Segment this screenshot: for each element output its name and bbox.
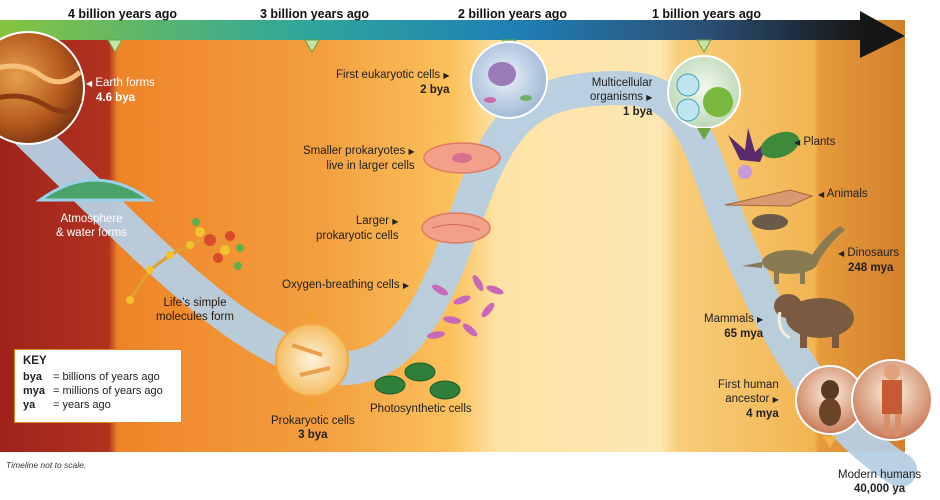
larger-prokaryotic-cell-illustration (421, 212, 491, 244)
earth-illustration (0, 31, 85, 145)
label-dinosaurs: ◀ Dinosaurs 248 mya (838, 247, 900, 274)
key-row: mya= millions of years ago (23, 385, 163, 397)
molecules-illustration (126, 218, 244, 304)
label-animals: ◀ Animals (818, 188, 868, 200)
key-row: ya= years ago (23, 399, 111, 411)
timeline-label-1bya: 1 billion years ago (652, 7, 762, 21)
label-earth-forms: ◀ Earth forms 4.6 bya (86, 77, 155, 104)
dinosaur-illustration (742, 226, 845, 284)
eukaryotic-cell-illustration (470, 41, 548, 119)
key-legend: KEY bya= billions of years ago mya= mill… (14, 349, 182, 423)
timeline-bar (0, 20, 862, 40)
footnote: Timeline not to scale. (6, 460, 87, 470)
photosynthetic-cells-illustration (374, 362, 461, 400)
animals-illustration (724, 189, 814, 230)
label-mammals: Mammals ▶ 65 mya (704, 313, 764, 340)
label-photosynthetic: Photosynthetic cells (370, 403, 472, 415)
label-prokaryotic: Prokaryotic cells 3 bya (271, 415, 355, 441)
label-plants: ◀ Plants (794, 136, 836, 148)
label-modern-humans: Modern humans 40,000 ya (838, 469, 922, 495)
prokaryotic-cell-illustration (275, 310, 349, 410)
multicellular-illustration (667, 55, 741, 140)
timeline-path (3, 70, 917, 487)
atmosphere-illustration (35, 178, 155, 202)
modern-human-illustration (851, 359, 933, 441)
timeline-label-4bya: 4 billion years ago (68, 7, 178, 21)
plants-illustration (728, 128, 800, 179)
key-row: bya= billions of years ago (23, 371, 160, 383)
oxygen-breathing-cells-illustration (427, 275, 504, 339)
mammal-illustration (774, 294, 854, 348)
human-ancestor-illustration (795, 365, 865, 448)
label-atmosphere: Atmosphere & water forms (56, 213, 127, 239)
label-smaller-prokaryotes: Smaller prokaryotes ▶ live in larger cel… (303, 145, 415, 172)
key-title: KEY (23, 355, 47, 367)
timeline-label-2bya: 2 billion years ago (458, 7, 568, 21)
label-simple-molecules: Life’s simple molecules form (156, 297, 234, 323)
label-multicellular: Multicellular organisms ▶ 1 bya (590, 77, 653, 118)
label-larger-prokaryotic: Larger ▶ prokaryotic cells (316, 215, 399, 242)
label-eukaryotic: First eukaryotic cells ▶ 2 bya (336, 69, 450, 96)
timeline-arrowhead (860, 11, 905, 58)
timeline-label-3bya: 3 billion years ago (260, 7, 370, 21)
label-human-ancestor: First human ancestor ▶ 4 mya (718, 379, 779, 420)
label-oxygen-breathing: Oxygen-breathing cells ▶ (282, 279, 409, 291)
